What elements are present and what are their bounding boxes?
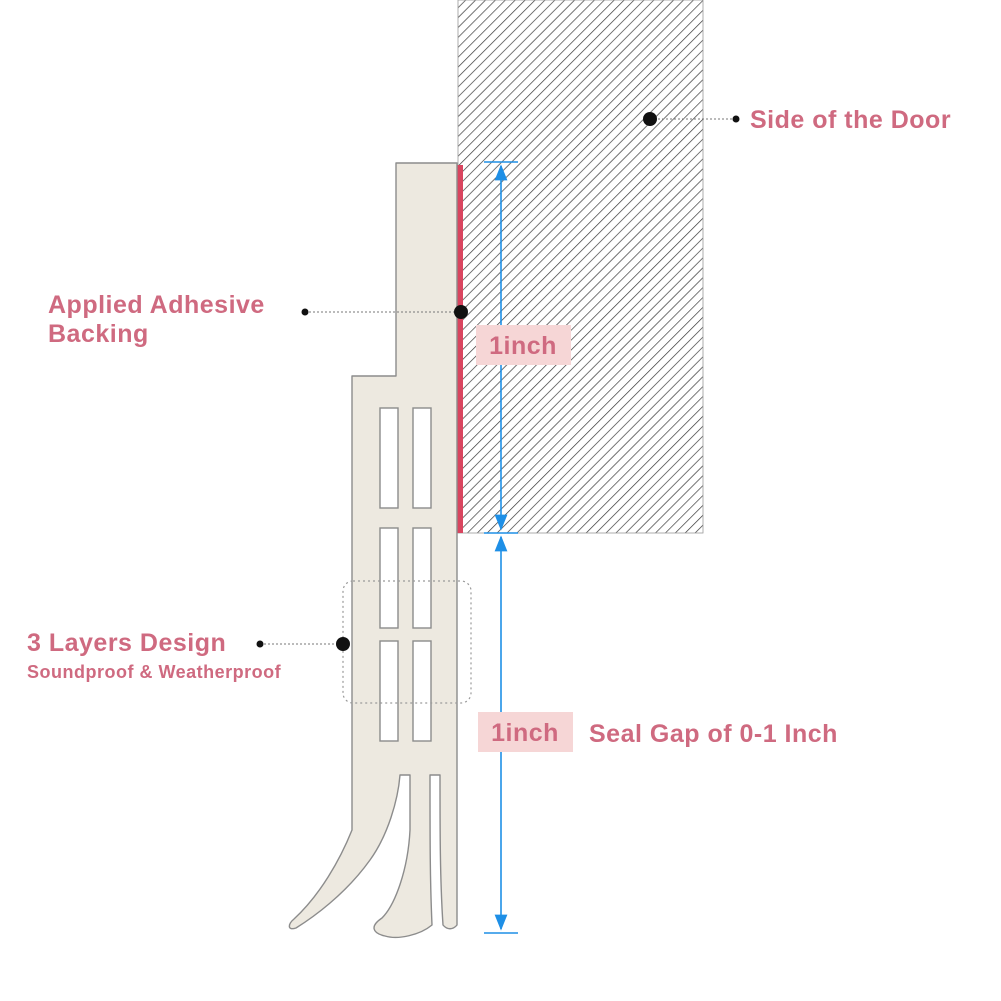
leader-adhesive (301, 305, 468, 319)
adhesive-strip (457, 165, 463, 533)
chamber-2-right (412, 527, 432, 629)
chamber-2-left (379, 527, 399, 629)
label-layers-title: 3 Layers Design (27, 629, 226, 657)
label-layers-sub: Soundproof & Weatherproof (27, 662, 282, 682)
dim-label-upper: 1inch (489, 332, 557, 360)
seal-chambers (379, 407, 432, 742)
seal-profile (288, 162, 458, 939)
leader-layers (256, 637, 350, 651)
leader-door (643, 112, 740, 126)
chamber-3-left (379, 640, 399, 742)
door-body (458, 0, 703, 533)
dim-badge-lower (478, 712, 573, 752)
chamber-1-right (412, 407, 432, 509)
label-adhesive-line1: Applied Adhesive (48, 291, 265, 319)
label-seal-gap: Seal Gap of 0-1 Inch (589, 720, 838, 748)
dim-label-lower: 1inch (491, 719, 559, 747)
dim-badge-upper (476, 325, 571, 365)
chamber-3-right (412, 640, 432, 742)
chamber-1-left (379, 407, 399, 509)
label-door: Side of the Door (750, 106, 951, 134)
label-adhesive-line2: Backing (48, 320, 149, 348)
